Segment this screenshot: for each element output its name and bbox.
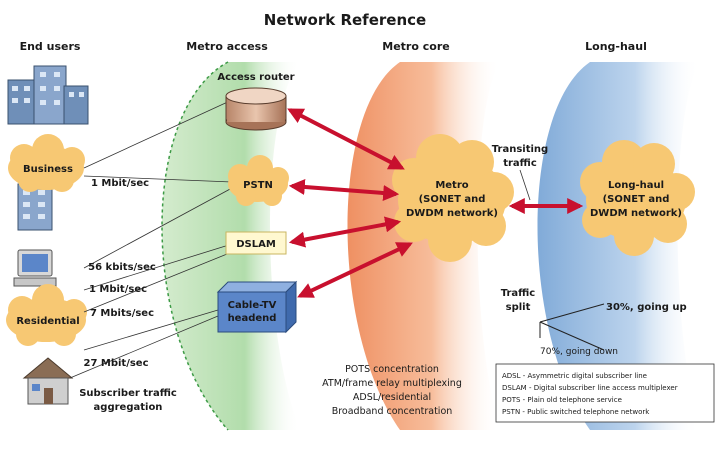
diagram-title: Network Reference <box>264 11 426 29</box>
transiting-line2: traffic <box>503 158 537 169</box>
access-router-label: Access router <box>217 72 294 83</box>
header-metro-access: Metro access <box>186 40 268 53</box>
subscriber-aggregation-line2: aggregation <box>94 402 163 413</box>
traffic-split-line2: split <box>506 302 531 313</box>
legend-item: ADSL - Asymmetric digital subscriber lin… <box>502 372 647 380</box>
metro-cloud-line3: DWDM network) <box>406 208 498 219</box>
metro-cloud <box>392 134 514 262</box>
legend-item: PSTN - Public switched telephone network <box>502 408 650 416</box>
traffic-up: 30%, going up <box>606 302 687 313</box>
metro-access-band-edge <box>161 61 229 431</box>
traffic-split-arrows <box>539 303 605 351</box>
metro-cloud-line1: Metro <box>435 180 468 191</box>
computer-icon <box>13 249 57 287</box>
traffic-down: 70%, going down <box>540 347 618 357</box>
transiting-line1: Transiting <box>492 144 548 155</box>
traffic-split-line1: Traffic <box>501 288 536 299</box>
dslam-label: DSLAM <box>236 239 276 250</box>
legend-item: DSLAM - Digital subscriber line access m… <box>502 384 678 392</box>
header-end-users: End users <box>20 40 81 53</box>
cable-tv-headend-box <box>216 280 298 334</box>
long-haul-cloud-line3: DWDM network) <box>590 208 682 219</box>
pstn-label: PSTN <box>243 180 273 191</box>
core-function-4: Broadband concentration <box>332 406 453 417</box>
header-long-haul: Long-haul <box>585 40 647 53</box>
rate-56k: 56 kbits/sec <box>88 262 156 273</box>
arrow-dslam-metro <box>288 216 402 248</box>
core-arrows <box>287 108 584 298</box>
access-router-icon <box>225 87 287 131</box>
dslam-box <box>225 231 287 255</box>
cable-tv-label-2: headend <box>228 313 277 324</box>
header-metro-core: Metro core <box>382 40 449 53</box>
core-function-1: POTS concentration <box>345 364 439 375</box>
core-function-3: ADSL/residential <box>353 392 431 403</box>
core-function-2: ATM/frame relay multiplexing <box>322 378 462 389</box>
arrow-cable-metro <box>297 242 413 298</box>
legend-box <box>495 363 715 423</box>
arrow-pstn-metro <box>288 179 400 201</box>
rate-27m: 27 Mbit/sec <box>83 358 148 369</box>
legend-item: POTS - Plain old telephone service <box>502 396 622 404</box>
metro-cloud-line2: (SONET and <box>419 194 486 205</box>
cable-tv-label-1: Cable-TV <box>228 300 277 311</box>
residential-label: Residential <box>16 316 79 327</box>
long-haul-cloud-line1: Long-haul <box>608 180 664 191</box>
rate-1m: 1 Mbit/sec <box>89 284 147 295</box>
residential-cloud <box>6 284 87 346</box>
pstn-cloud <box>228 155 289 206</box>
long-haul-cloud <box>580 140 695 256</box>
house-icon <box>22 357 74 405</box>
subscriber-aggregation-line1: Subscriber traffic <box>79 388 177 399</box>
access-links <box>69 99 233 379</box>
business-label: Business <box>23 164 73 175</box>
long-haul-cloud-line2: (SONET and <box>603 194 670 205</box>
transiting-pointer <box>519 169 531 201</box>
rate-business: 1 Mbit/sec <box>91 178 149 189</box>
business-cloud <box>8 134 85 192</box>
rate-7m: 7 Mbits/sec <box>90 308 154 319</box>
business-buildings-icon <box>7 65 89 125</box>
arrow-router-metro <box>287 108 405 170</box>
